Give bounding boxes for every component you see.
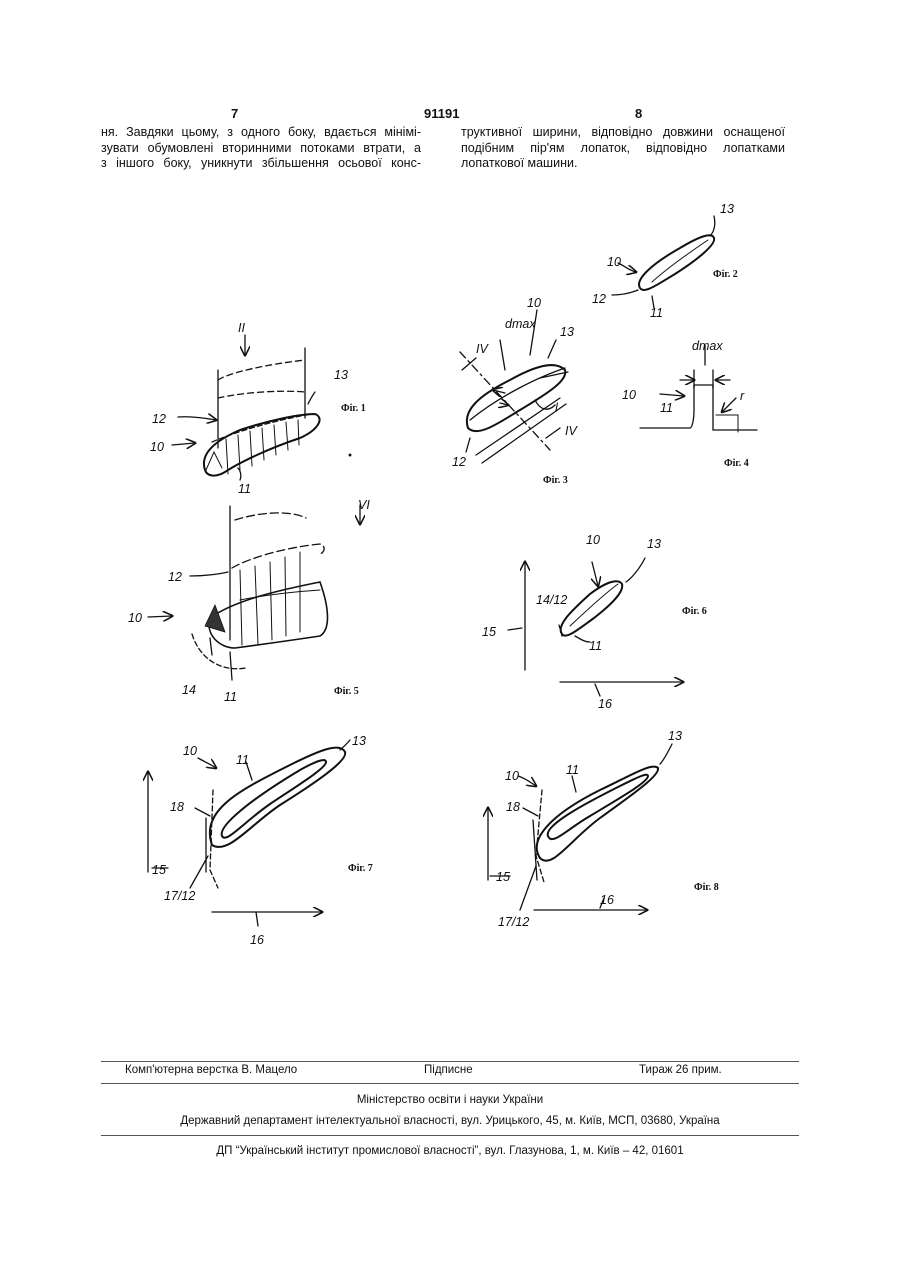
fig6-label: 14/12 — [536, 593, 567, 607]
fig5-label: 11 — [224, 690, 237, 704]
fig4-caption: Фіг. 4 — [724, 458, 749, 469]
fig1-label: 11 — [238, 482, 251, 496]
fig3-label: l — [555, 401, 559, 415]
fig2-label: 13 — [720, 202, 734, 216]
fig7-caption: Фіг. 7 — [348, 863, 373, 874]
fig4-label: 11 — [660, 401, 673, 415]
figure-6-labels: 10 13 14/12 15 11 16 Фіг. 6 — [482, 533, 707, 711]
fig5-label: 14 — [182, 683, 196, 697]
footer-circulation: Тираж 26 прим. — [639, 1064, 722, 1076]
fig6-caption: Фіг. 6 — [682, 606, 707, 617]
figure-5 — [148, 505, 360, 680]
figure-1-labels: II 13 12 10 11 Фіг. 1 — [150, 321, 366, 496]
fig3-label: IV — [565, 424, 578, 438]
fig8-label: 10 — [505, 769, 519, 783]
footer-institute: ДП “Український інститут промислової вла… — [101, 1145, 799, 1157]
fig8-label: 16 — [600, 893, 614, 907]
fig3-caption: Фіг. 3 — [543, 475, 568, 486]
fig7-label: 11 — [236, 753, 249, 767]
fig3-label: 12 — [452, 455, 466, 469]
fig8-caption: Фіг. 8 — [694, 882, 719, 893]
fig7-label: 18 — [170, 800, 184, 814]
fig2-caption: Фіг. 2 — [713, 269, 738, 280]
fig7-label: 13 — [352, 734, 366, 748]
fig8-label: 15 — [496, 870, 510, 884]
footer-ministry: Міністерство освіти і науки України — [101, 1094, 799, 1106]
fig4-label: r — [740, 389, 745, 403]
fig1-label: 13 — [334, 368, 348, 382]
footer-signed: Підписне — [424, 1064, 473, 1076]
fig3-label: 10 — [527, 296, 541, 310]
fig2-label: 12 — [592, 292, 606, 306]
figure-2-labels: 13 10 12 11 Фіг. 2 — [592, 202, 738, 320]
footer-rule — [101, 1135, 799, 1136]
fig7-label: 17/12 — [164, 889, 195, 903]
fig5-caption: Фіг. 5 — [334, 686, 359, 697]
fig4-label: dmax — [692, 339, 723, 353]
fig8-label: 17/12 — [498, 915, 529, 929]
fig1-caption: Фіг. 1 — [341, 403, 366, 414]
fig6-label: 10 — [586, 533, 600, 547]
footer-rule — [101, 1061, 799, 1062]
fig7-label: 15 — [152, 863, 166, 877]
fig2-label: 11 — [650, 306, 663, 320]
fig7-label: 16 — [250, 933, 264, 947]
fig3-label: dmax — [505, 317, 536, 331]
fig8-label: 11 — [566, 763, 579, 777]
fig6-label: 11 — [589, 639, 602, 653]
fig5-label: VI — [358, 498, 370, 512]
fig3-label: IV — [476, 342, 489, 356]
fig8-label: 18 — [506, 800, 520, 814]
figure-5-labels: VI 12 10 14 11 Фіг. 5 — [128, 498, 370, 704]
fig5-label: 10 — [128, 611, 142, 625]
footer-typesetting: Комп'ютерна верстка В. Мацело — [125, 1064, 297, 1076]
figure-2 — [612, 216, 715, 308]
figure-7-labels: 10 11 13 18 15 17/12 16 Фіг. 7 — [152, 734, 373, 947]
fig4-label: 10 — [622, 388, 636, 402]
fig2-label: 10 — [607, 255, 621, 269]
figure-8-labels: 13 10 11 18 15 17/12 16 Фіг. 8 — [496, 729, 719, 929]
figure-3-labels: 10 dmax 13 IV l IV 12 Фіг. 3 — [452, 296, 578, 486]
footer-department: Державний департамент інтелектуальної вл… — [101, 1115, 799, 1127]
figure-1 — [172, 335, 351, 480]
fig1-label: II — [238, 321, 245, 335]
fig7-label: 10 — [183, 744, 197, 758]
fig1-label: 10 — [150, 440, 164, 454]
fig5-label: 12 — [168, 570, 182, 584]
figure-3 — [460, 310, 568, 463]
fig1-label: 12 — [152, 412, 166, 426]
fig6-label: 16 — [598, 697, 612, 711]
footer-rule — [101, 1083, 799, 1084]
fig6-label: 13 — [647, 537, 661, 551]
figure-6 — [508, 558, 683, 696]
fig3-label: 13 — [560, 325, 574, 339]
fig6-label: 15 — [482, 625, 496, 639]
fig8-label: 13 — [668, 729, 682, 743]
